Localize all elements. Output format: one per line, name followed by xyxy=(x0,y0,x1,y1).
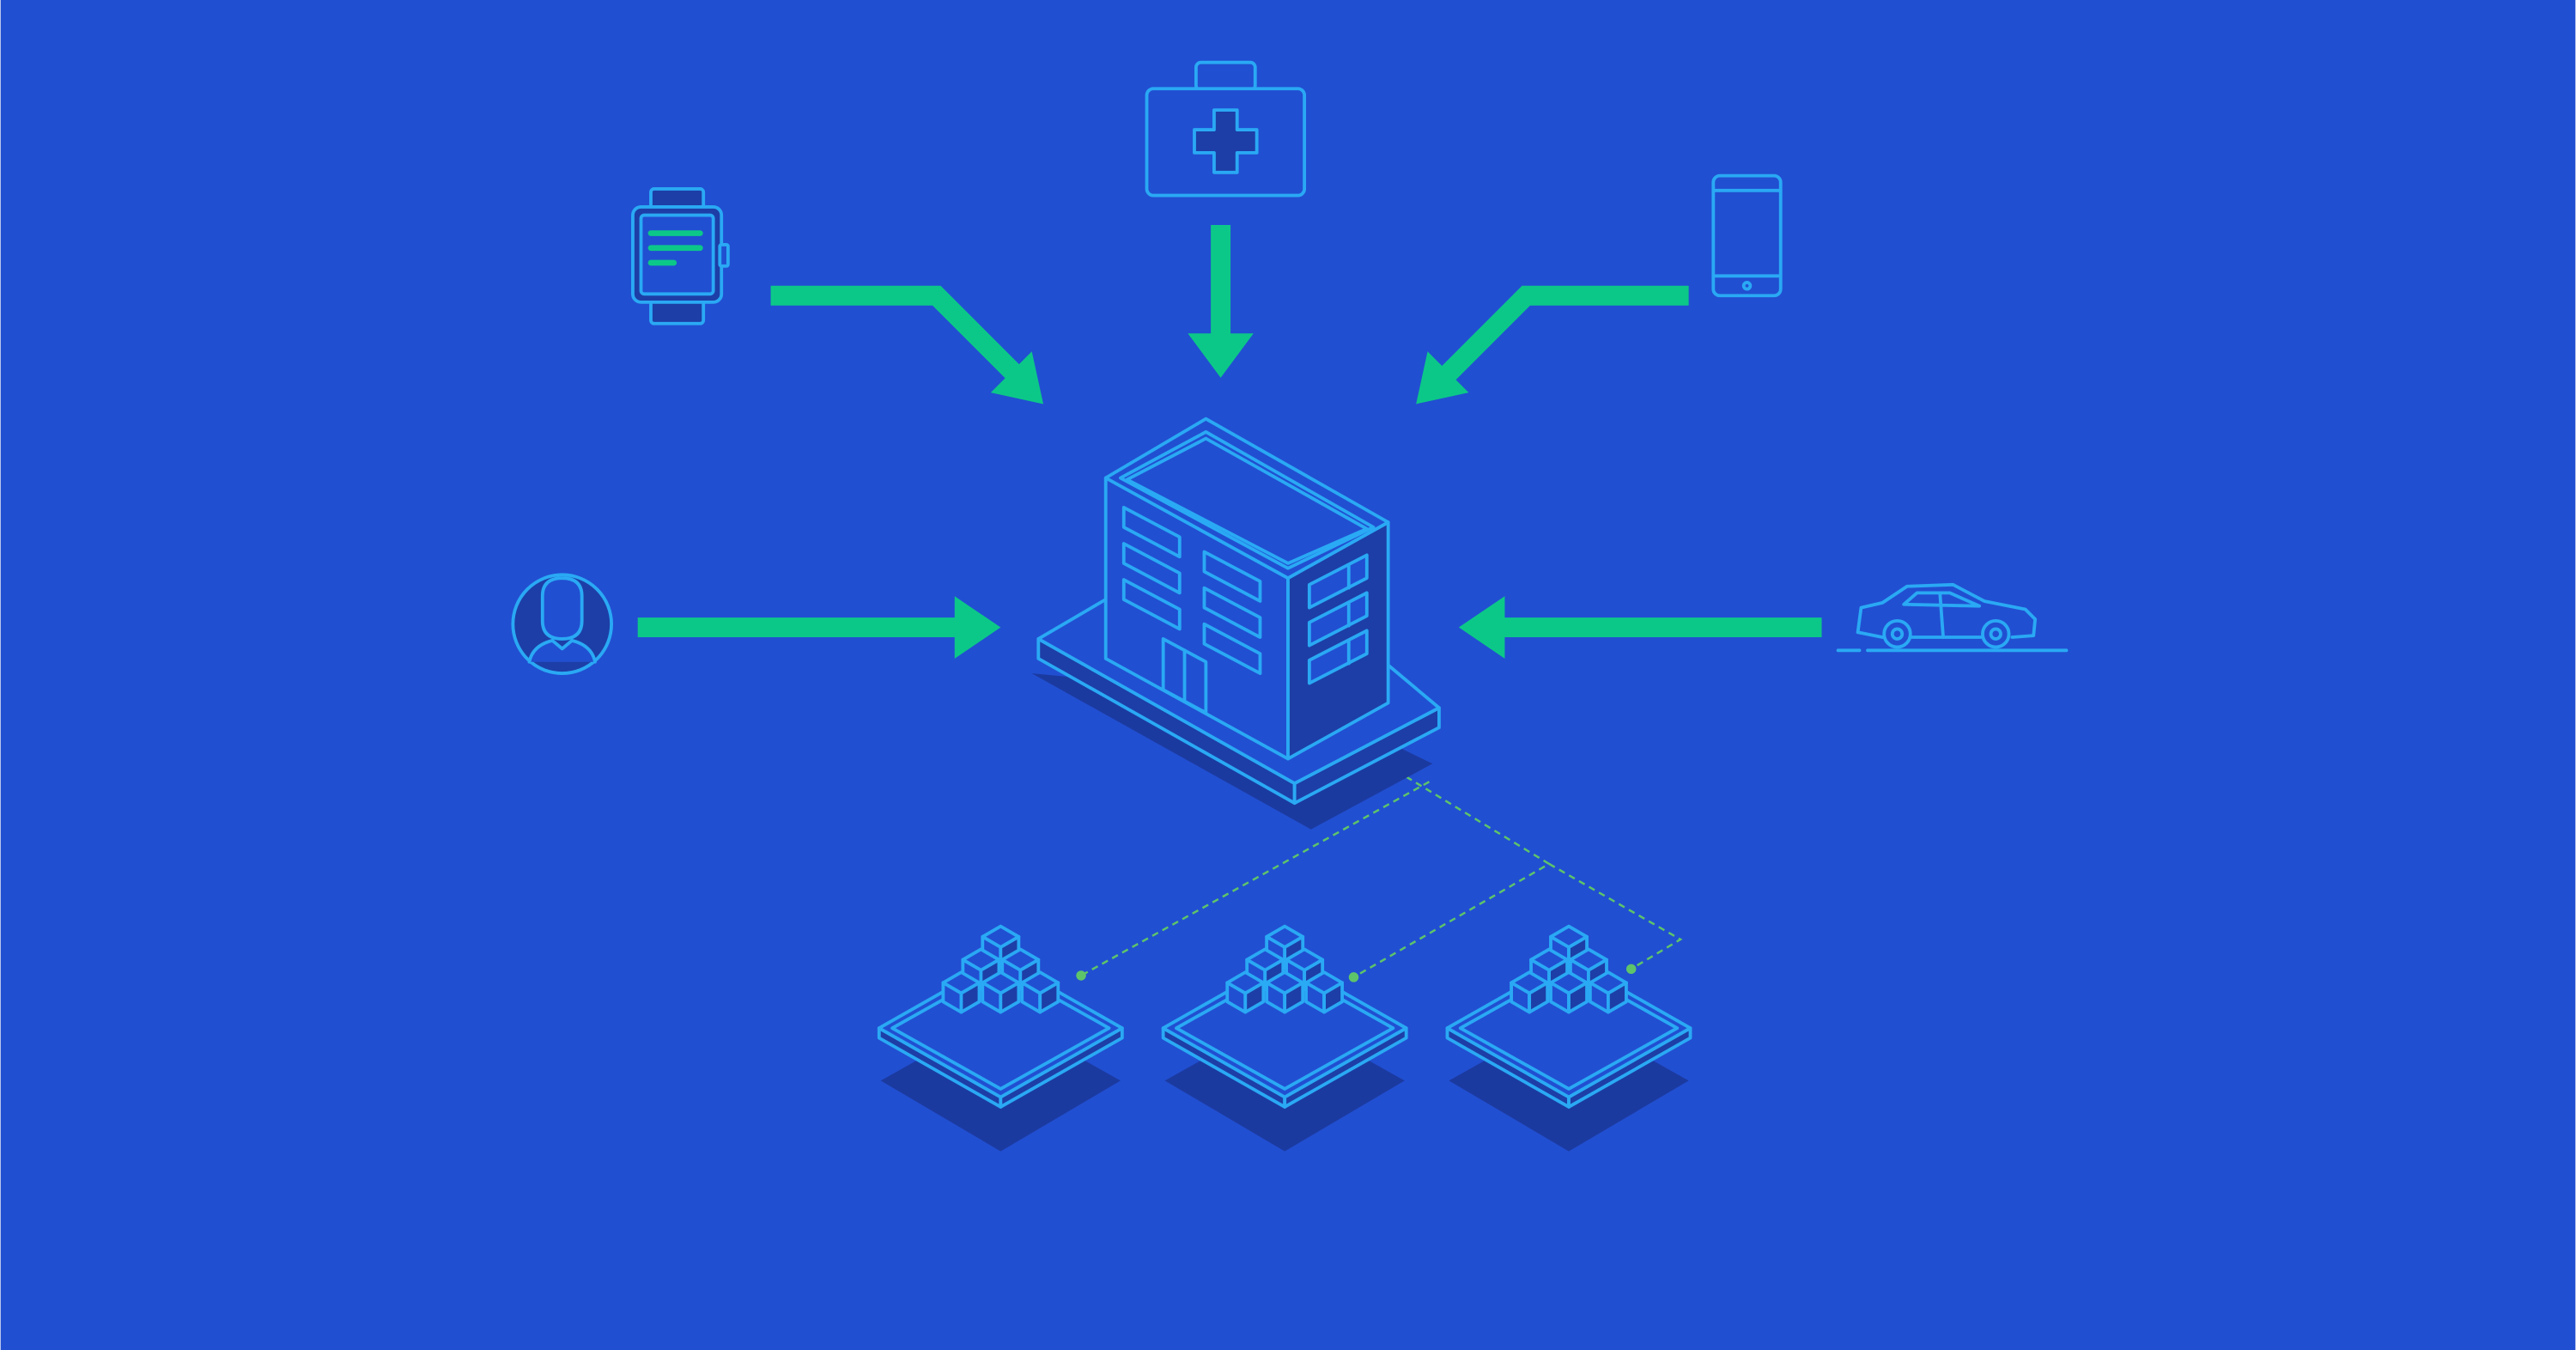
smartwatch-icon xyxy=(631,187,730,325)
arrow-from-smartphone xyxy=(1416,285,1689,404)
arrow-from-medical-kit xyxy=(1188,225,1254,378)
dashed-connector-lines xyxy=(1080,757,1683,978)
arrow-from-user xyxy=(637,596,1001,659)
connector-dot xyxy=(1348,972,1359,982)
building-icon xyxy=(1031,417,1441,830)
smartphone-icon xyxy=(1711,173,1783,298)
user-avatar-icon xyxy=(511,573,613,675)
data-blocks-platform-3 xyxy=(1445,924,1692,1152)
connector-dot xyxy=(1625,964,1637,975)
data-blocks-icon xyxy=(1510,924,1628,1014)
data-blocks-icon xyxy=(941,924,1060,1014)
medical-kit-icon xyxy=(1145,60,1307,198)
data-blocks-icon xyxy=(1225,924,1345,1014)
data-block-platforms xyxy=(877,924,1692,1152)
data-blocks-platform-1 xyxy=(877,924,1124,1152)
data-blocks-platform-2 xyxy=(1161,924,1408,1152)
car-icon xyxy=(1836,582,2069,653)
arrow-from-car xyxy=(1458,596,1822,659)
arrow-from-smartwatch xyxy=(770,285,1044,404)
connector-dot xyxy=(1076,970,1086,981)
